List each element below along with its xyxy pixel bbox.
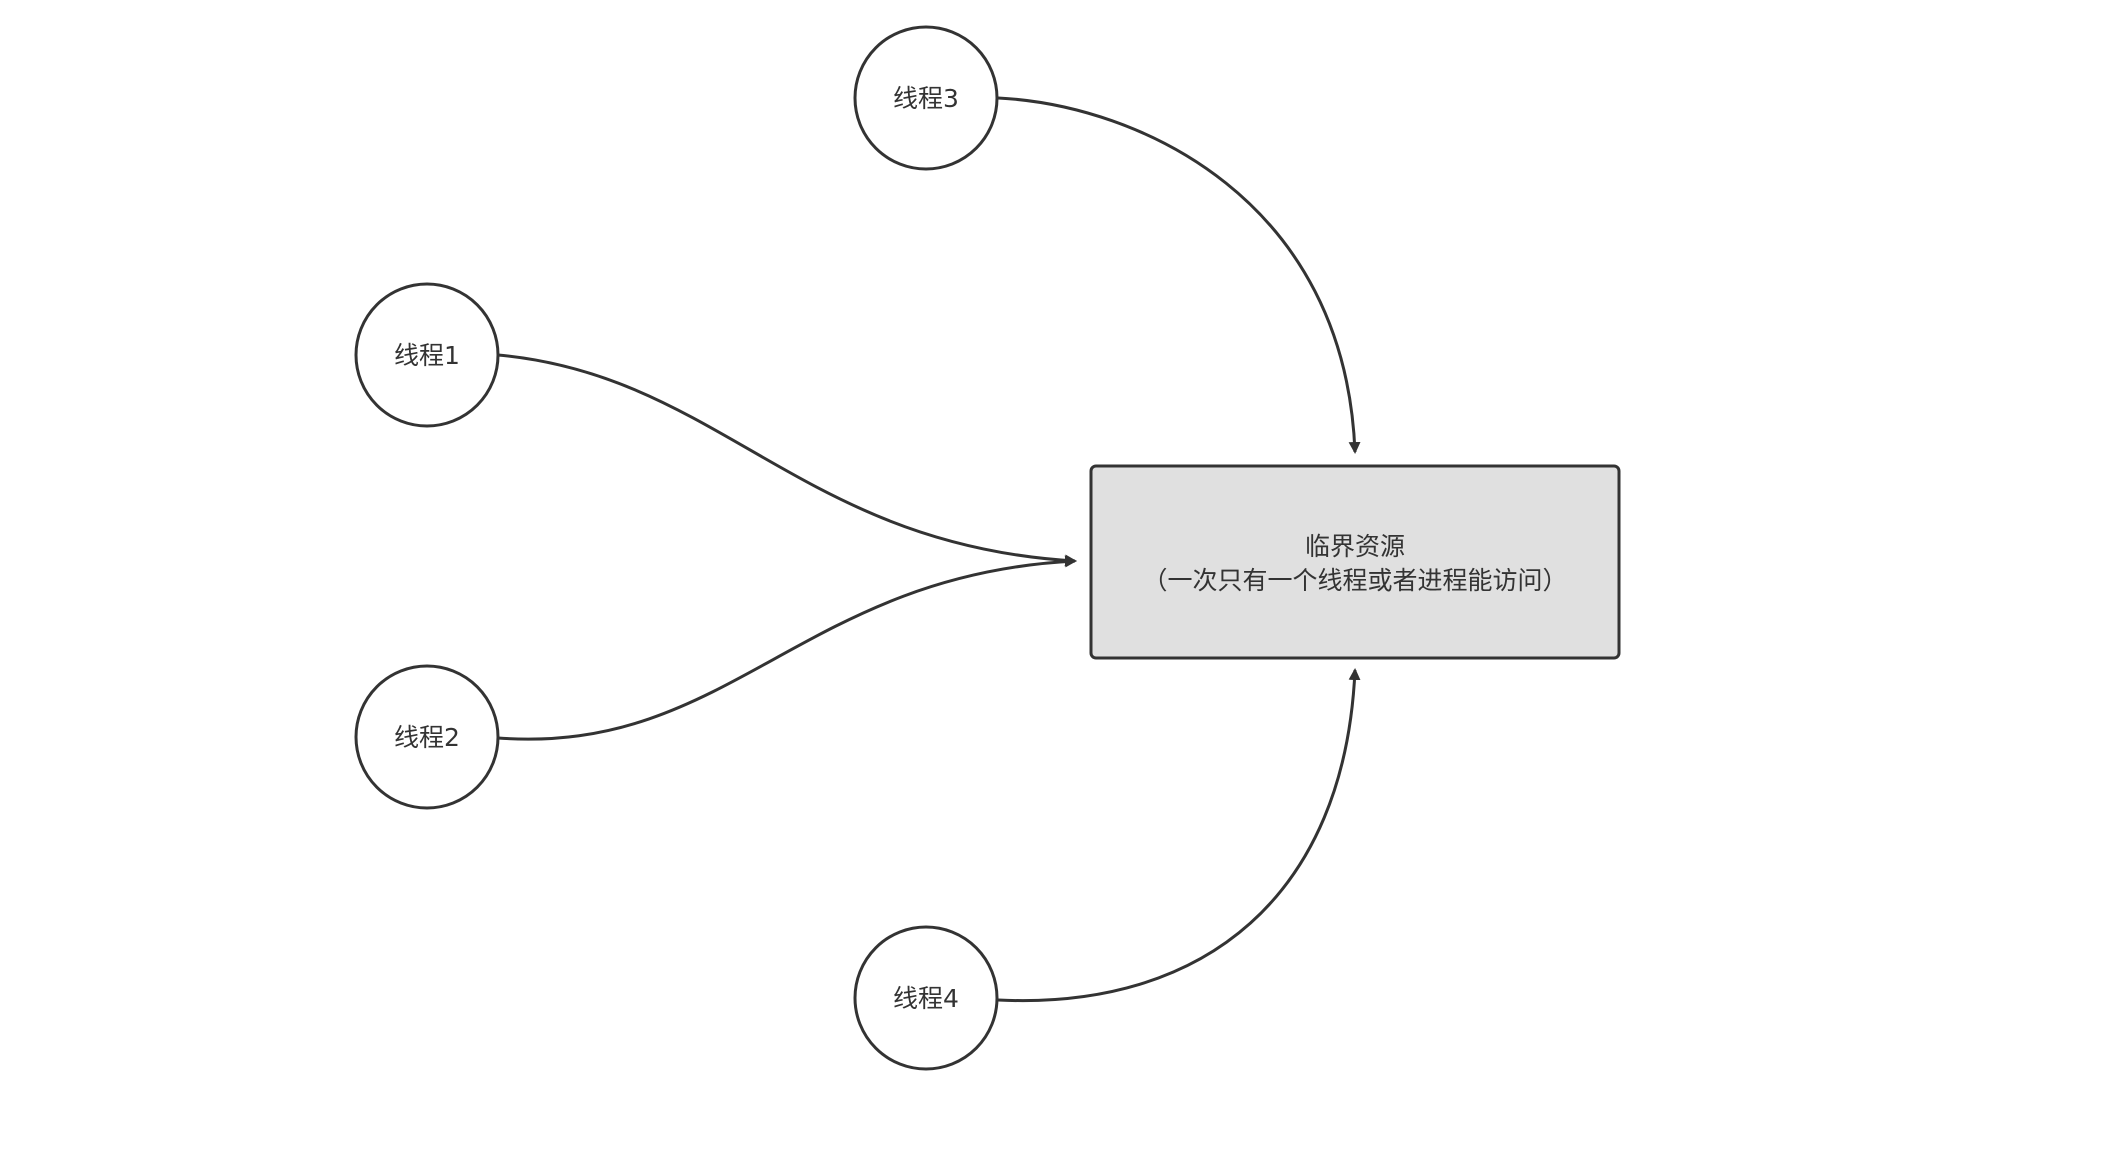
thread-node-circle	[354, 282, 500, 428]
edge-thread-2-to-resource	[497, 555, 1077, 741]
edge-thread-3-to-resource	[997, 96, 1361, 454]
critical-resource-title: 临界资源	[1305, 532, 1405, 561]
edge-thread-1-to-resource	[497, 353, 1077, 567]
connectors	[497, 96, 1361, 1003]
thread-node-circle	[853, 25, 999, 171]
thread-node-circle	[354, 664, 500, 810]
critical-resource-subtitle: （一次只有一个线程或者进程能访问）	[1142, 566, 1567, 595]
critical-resource-box	[1089, 464, 1621, 660]
edge-thread-4-to-resource	[997, 668, 1361, 1003]
thread-node-1[interactable]: 线程1	[354, 282, 500, 428]
critical-resource-node[interactable]: 临界资源 （一次只有一个线程或者进程能访问）	[1089, 464, 1621, 660]
thread-node-circle	[853, 925, 999, 1071]
thread-node-2[interactable]: 线程2	[354, 664, 500, 810]
thread-node-3[interactable]: 线程3	[853, 25, 999, 171]
thread-node-label: 线程4	[893, 984, 959, 1013]
thread-node-label: 线程2	[394, 723, 460, 752]
thread-node-4[interactable]: 线程4	[853, 925, 999, 1071]
thread-node-label: 线程1	[394, 341, 460, 370]
thread-node-label: 线程3	[893, 84, 959, 113]
